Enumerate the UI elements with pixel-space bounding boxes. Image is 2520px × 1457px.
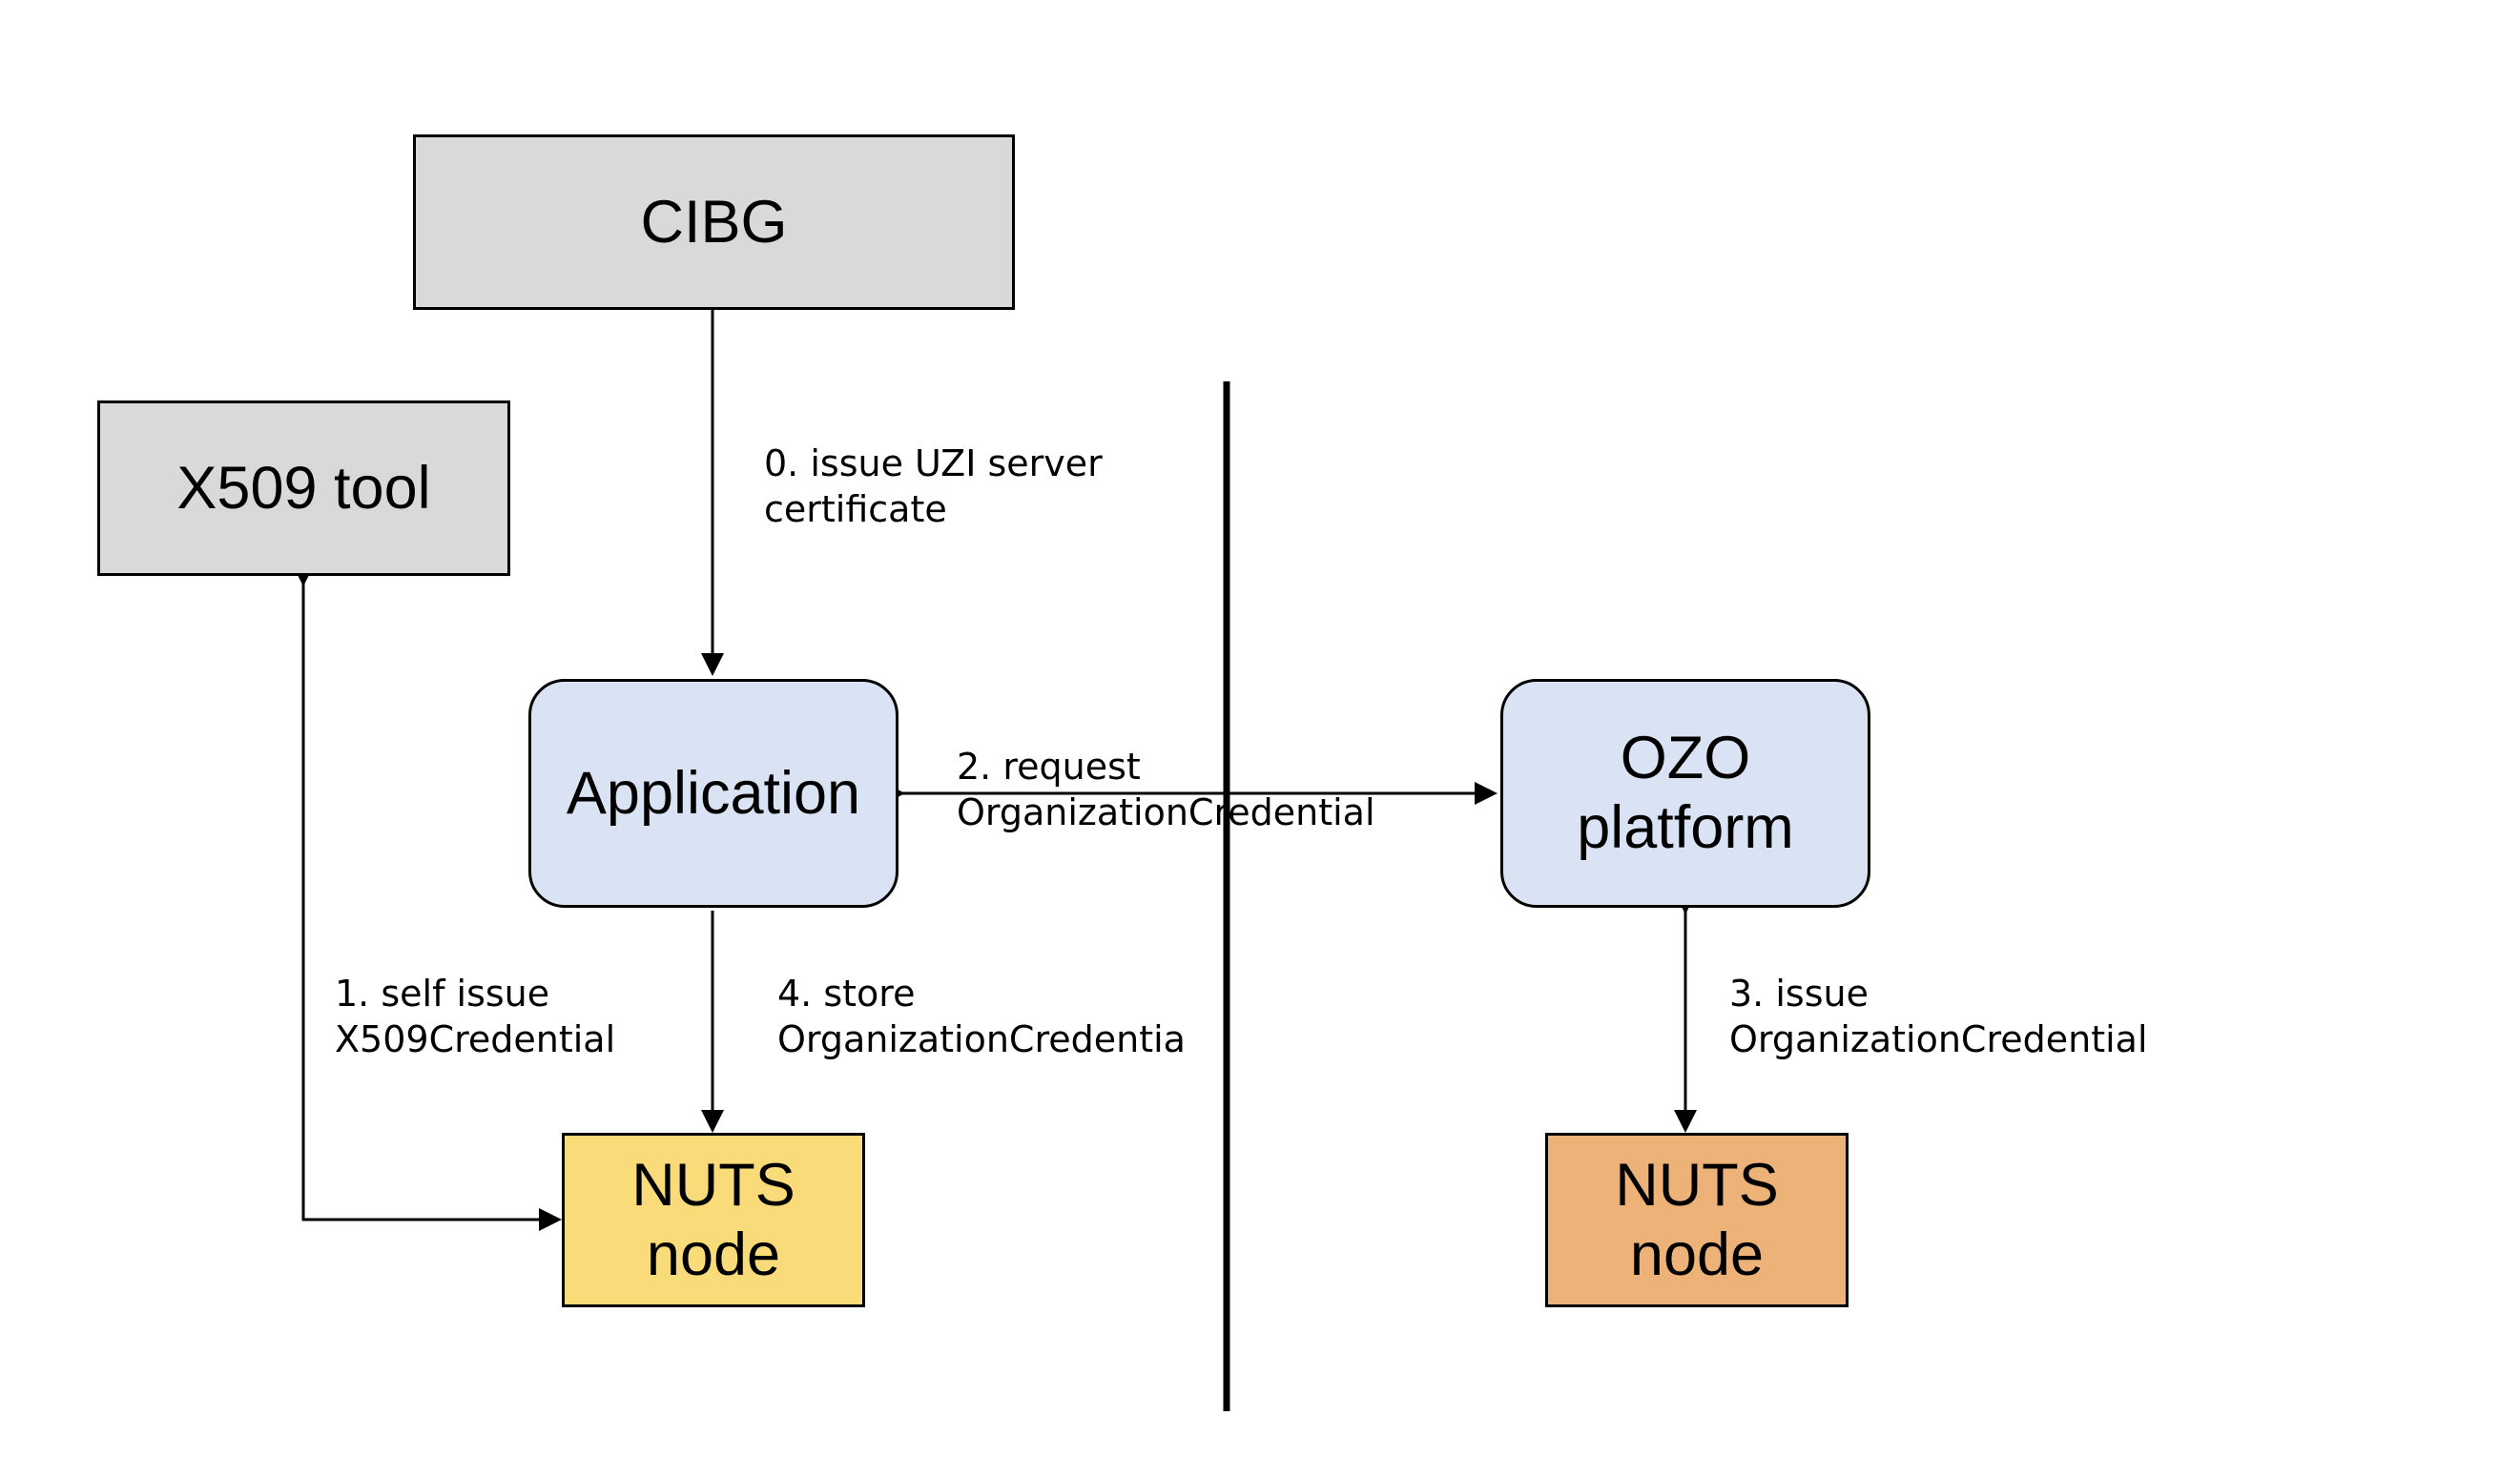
cibg-label: CIBG [640, 188, 788, 256]
step1-label: 1. self issue X509Credential [335, 971, 615, 1062]
step3-label-line1: 3. issue [1729, 973, 1869, 1015]
x509-tool-label: X509 tool [176, 454, 431, 522]
step0-label: 0. issue UZI server certificate [764, 441, 1103, 532]
cibg-box: CIBG [413, 134, 1015, 310]
step1-label-line2: X509Credential [335, 1018, 616, 1060]
step0-label-line2: certificate [764, 488, 947, 530]
application-box: Application [528, 679, 899, 908]
x509-tool-box: X509 tool [97, 400, 510, 576]
nuts-node-left-label-line1: NUTS [631, 1151, 795, 1219]
arrow-x509-to-nuts-node [292, 564, 562, 1231]
nuts-node-left-label-line2: node [646, 1221, 781, 1288]
nuts-node-right-label-line1: NUTS [1615, 1151, 1779, 1219]
ozo-platform-label-line1: OZO [1620, 725, 1751, 791]
nuts-node-right-box: NUTS node [1545, 1133, 1849, 1307]
ozo-platform-box: OZO platform [1500, 679, 1870, 908]
application-label: Application [566, 759, 861, 827]
step1-label-line1: 1. self issue [335, 973, 550, 1015]
ozo-platform-label-line2: platform [1577, 794, 1794, 861]
step0-label-line1: 0. issue UZI server [764, 442, 1103, 484]
step2-label-line1: 2. request [957, 746, 1141, 788]
step2-label-line2: OrganizationCredential [957, 791, 1375, 833]
step4-label: 4. store OrganizationCredentia [777, 971, 1186, 1062]
step2-label: 2. request OrganizationCredential [957, 744, 1375, 835]
step4-label-line2: OrganizationCredentia [777, 1018, 1186, 1060]
step4-label-line1: 4. store [777, 973, 916, 1015]
step3-label-line2: OrganizationCredential [1729, 1018, 2148, 1060]
nuts-node-left-box: NUTS node [562, 1133, 865, 1307]
step3-label: 3. issue OrganizationCredential [1729, 971, 2148, 1062]
nuts-node-right-label-line2: node [1629, 1221, 1765, 1288]
